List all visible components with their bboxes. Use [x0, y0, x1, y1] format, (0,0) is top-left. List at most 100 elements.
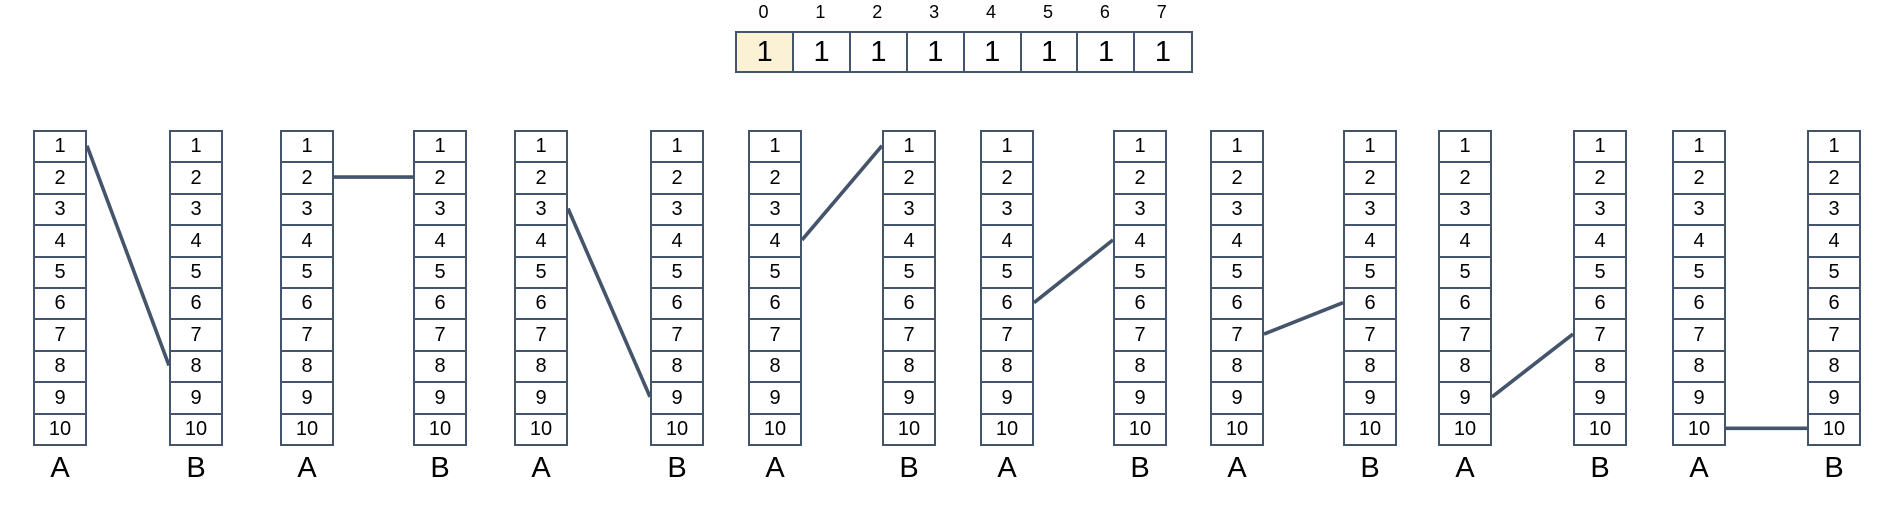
column-cell: 4	[1672, 224, 1726, 258]
column-cell: 10	[514, 412, 568, 447]
column-cell: 7	[650, 318, 704, 353]
column-cell: 9	[33, 381, 87, 415]
column-cell: 5	[1807, 255, 1861, 290]
array-cell-highlighted: 1	[735, 31, 795, 73]
array-cell: 1	[791, 31, 852, 73]
column-cell: 3	[1438, 192, 1492, 227]
column-cell: 5	[413, 255, 467, 290]
column-cell: 10	[413, 412, 467, 447]
column-cell: 1	[748, 130, 802, 164]
column-cell: 3	[1807, 192, 1861, 227]
column-cell: 3	[1113, 192, 1167, 227]
column-cell: 7	[413, 318, 467, 353]
array-index-label: 4	[986, 2, 997, 22]
column-cell: 10	[650, 412, 704, 447]
column-cell: 8	[650, 349, 704, 384]
column-cell: 9	[1573, 381, 1627, 415]
column-label: B	[1824, 452, 1844, 484]
connection-line	[1263, 301, 1344, 336]
column-cell: 3	[169, 192, 223, 227]
column-label: A	[531, 452, 551, 484]
column-cell: 4	[514, 224, 568, 258]
column-cell: 3	[1672, 192, 1726, 227]
column-cell: 8	[514, 349, 568, 384]
array-index-label: 3	[929, 2, 940, 22]
column-cell: 9	[1343, 381, 1397, 415]
column-cell: 8	[413, 349, 467, 384]
column-cell: 10	[1807, 412, 1861, 447]
column-cell: 1	[1343, 130, 1397, 164]
column-label: A	[1689, 452, 1709, 484]
column-cell: 5	[1210, 255, 1264, 290]
column-cell: 9	[1113, 381, 1167, 415]
column-cell: 8	[882, 349, 936, 384]
column-cell: 10	[748, 412, 802, 447]
column-cell: 6	[514, 287, 568, 321]
column-cell: 5	[882, 255, 936, 290]
column-cell: 10	[980, 412, 1034, 447]
column-cell: 5	[1113, 255, 1167, 290]
column-cell: 8	[1807, 349, 1861, 384]
column-cell: 3	[413, 192, 467, 227]
column-cell: 3	[1210, 192, 1264, 227]
column-label: B	[430, 452, 450, 484]
column-label: A	[50, 452, 70, 484]
column-cell: 7	[514, 318, 568, 353]
column-cell: 2	[514, 161, 568, 196]
column-cell: 1	[514, 130, 568, 164]
column-cell: 7	[1807, 318, 1861, 353]
column-cell: 10	[1343, 412, 1397, 447]
column-cell: 6	[1573, 287, 1627, 321]
column-cell: 1	[1113, 130, 1167, 164]
connection-line	[1032, 238, 1115, 305]
column-cell: 6	[413, 287, 467, 321]
column-cell: 8	[1343, 349, 1397, 384]
column-cell: 7	[1113, 318, 1167, 353]
column-cell: 6	[1343, 287, 1397, 321]
column-cell: 8	[748, 349, 802, 384]
column-cell: 1	[650, 130, 704, 164]
array-cell: 1	[905, 31, 965, 73]
column-cell: 6	[169, 287, 223, 321]
column-label: A	[1455, 452, 1475, 484]
column-cell: 4	[882, 224, 936, 258]
column-cell: 2	[280, 161, 334, 196]
column-cell: 1	[1210, 130, 1264, 164]
column-cell: 2	[1573, 161, 1627, 196]
column-cell: 7	[1672, 318, 1726, 353]
column-cell: 4	[1807, 224, 1861, 258]
column-cell: 5	[280, 255, 334, 290]
column-cell: 6	[1113, 287, 1167, 321]
column-cell: 6	[882, 287, 936, 321]
column-cell: 2	[1807, 161, 1861, 196]
column-cell: 10	[1672, 412, 1726, 447]
column-cell: 8	[1438, 349, 1492, 384]
column-cell: 9	[980, 381, 1034, 415]
column-cell: 7	[33, 318, 87, 353]
column-label: B	[1130, 452, 1150, 484]
column-cell: 8	[1210, 349, 1264, 384]
column-cell: 9	[413, 381, 467, 415]
connection-line	[85, 145, 171, 367]
column-cell: 3	[1343, 192, 1397, 227]
column-cell: 1	[882, 130, 936, 164]
column-label: A	[297, 452, 317, 484]
column-cell: 2	[748, 161, 802, 196]
column-label: B	[899, 452, 919, 484]
column-cell: 5	[514, 255, 568, 290]
column-cell: 5	[748, 255, 802, 290]
column-cell: 9	[1438, 381, 1492, 415]
column-label: A	[765, 452, 785, 484]
column-cell: 3	[1573, 192, 1627, 227]
column-cell: 6	[1672, 287, 1726, 321]
column-label: B	[186, 452, 206, 484]
array-index-label: 6	[1099, 2, 1110, 22]
column-cell: 8	[169, 349, 223, 384]
column-cell: 7	[1343, 318, 1397, 353]
column-cell: 3	[980, 192, 1034, 227]
column-cell: 3	[650, 192, 704, 227]
array-cell: 1	[848, 31, 909, 73]
array-cell: 1	[1019, 31, 1079, 73]
column-cell: 6	[650, 287, 704, 321]
